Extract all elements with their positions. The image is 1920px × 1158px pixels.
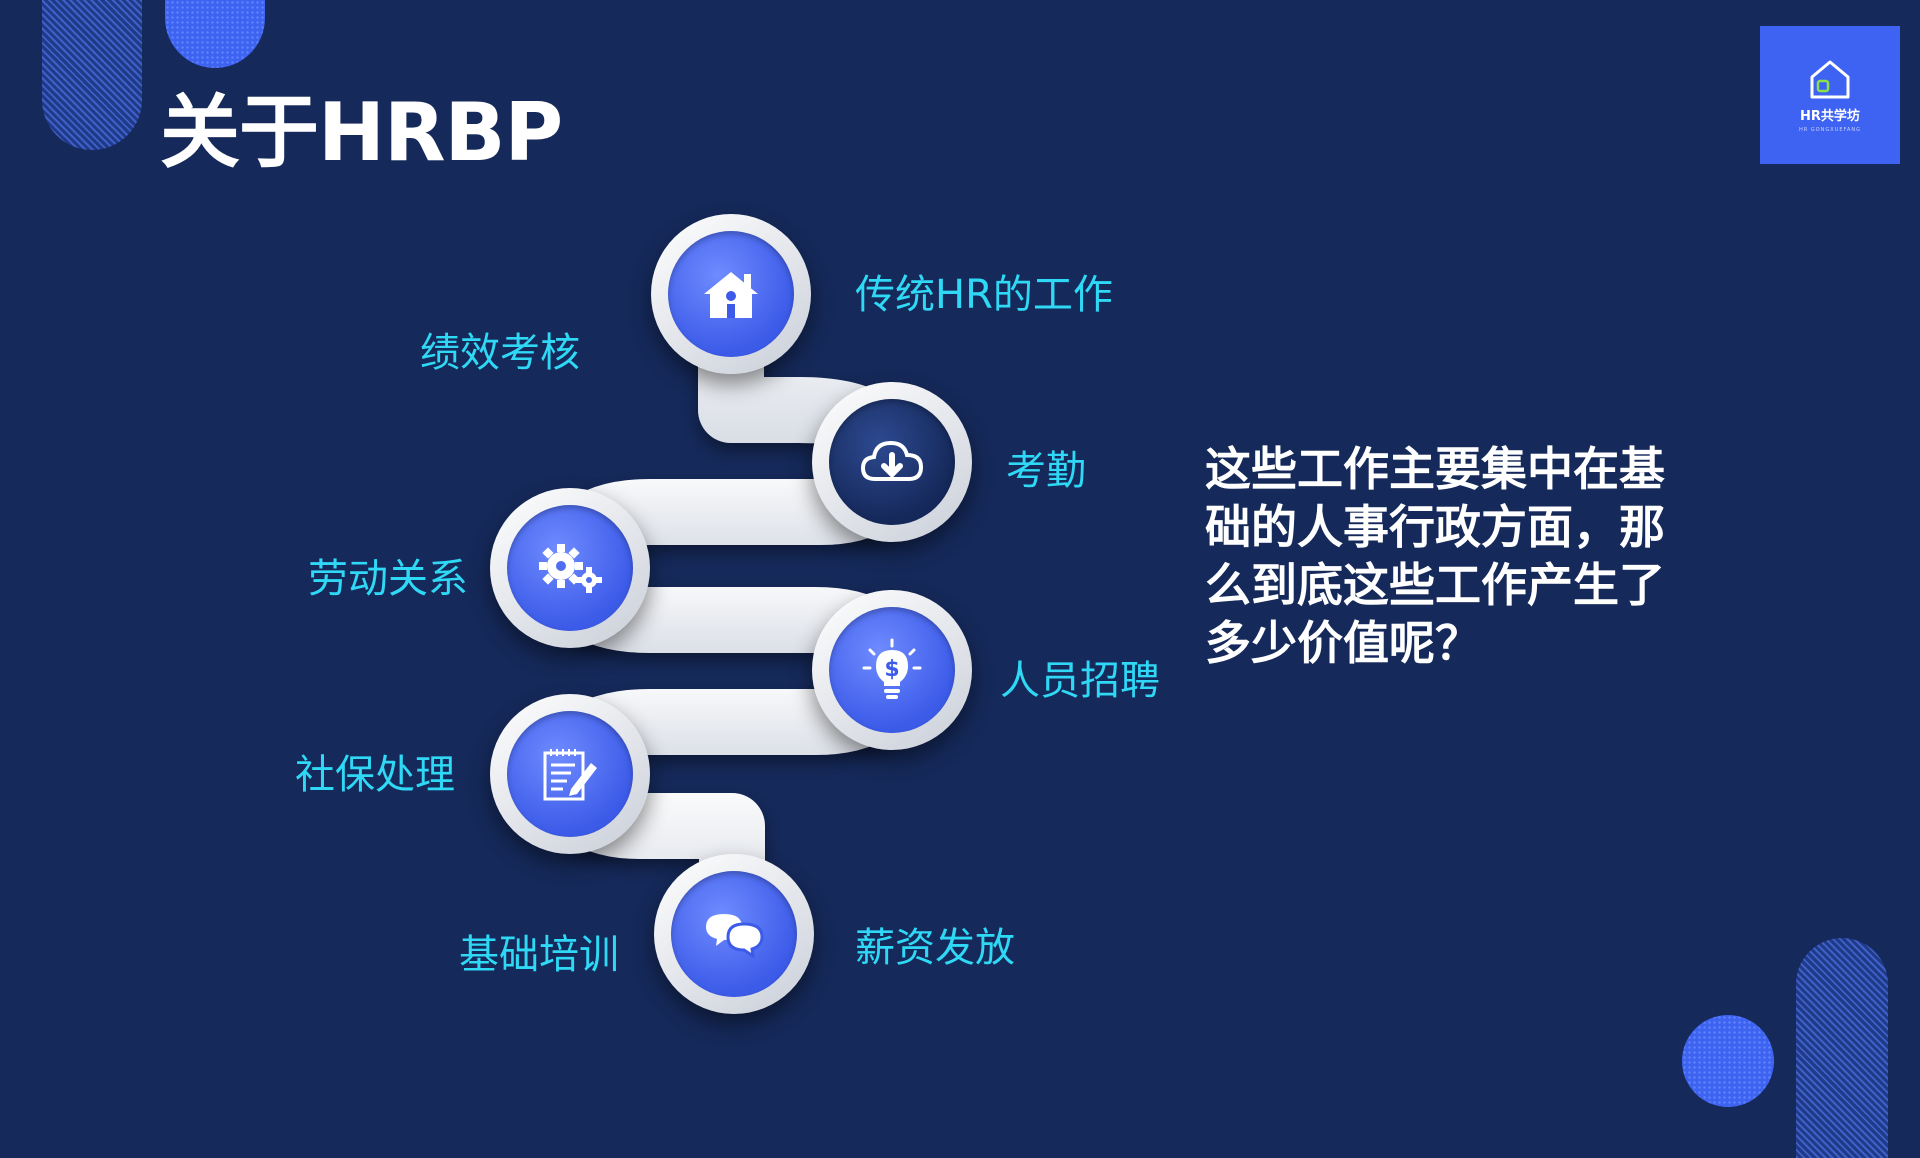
step-label-payroll: 薪资发放 [855, 925, 1015, 971]
step-label-labor-relations: 劳动关系 [308, 556, 468, 602]
step-label-performance: 绩效考核 [420, 330, 580, 376]
document-edit-icon [543, 749, 597, 801]
decor-pill-top-left [42, 0, 142, 150]
step-label-attendance: 考勤 [1006, 448, 1086, 494]
step-label-social-insurance: 社保处理 [295, 752, 455, 798]
gears-icon [539, 544, 602, 593]
step-label-recruitment: 人员招聘 [1000, 658, 1160, 704]
step-label-traditional-hr: 传统HR的工作 [855, 272, 1113, 318]
chat-bubbles-icon [706, 914, 764, 958]
step-node-traditional-hr [651, 214, 811, 374]
step-node-basic-training [654, 854, 814, 1014]
lightbulb-dollar-icon: $ [862, 638, 922, 699]
step-node-recruitment: $ [812, 590, 972, 750]
logo-name: HR共学坊 [1800, 109, 1860, 124]
brand-logo: HR共学坊 HR GONGXUEFANG [1760, 26, 1900, 164]
house-icon [1810, 60, 1850, 99]
house-icon [704, 272, 758, 318]
svg-text:$: $ [884, 657, 899, 682]
page-title: 关于HRBP [160, 86, 563, 179]
step-node-social-insurance [490, 694, 650, 854]
cloud-download-icon [860, 440, 924, 481]
step-node-attendance [812, 382, 972, 542]
logo-subtitle: HR GONGXUEFANG [1799, 127, 1861, 133]
step-label-basic-training: 基础培训 [459, 932, 619, 978]
description-text: 这些工作主要集中在基础的人事行政方面，那么到底这些工作产生了多少价值呢？ [1205, 442, 1665, 670]
step-node-labor-relations [490, 488, 650, 648]
